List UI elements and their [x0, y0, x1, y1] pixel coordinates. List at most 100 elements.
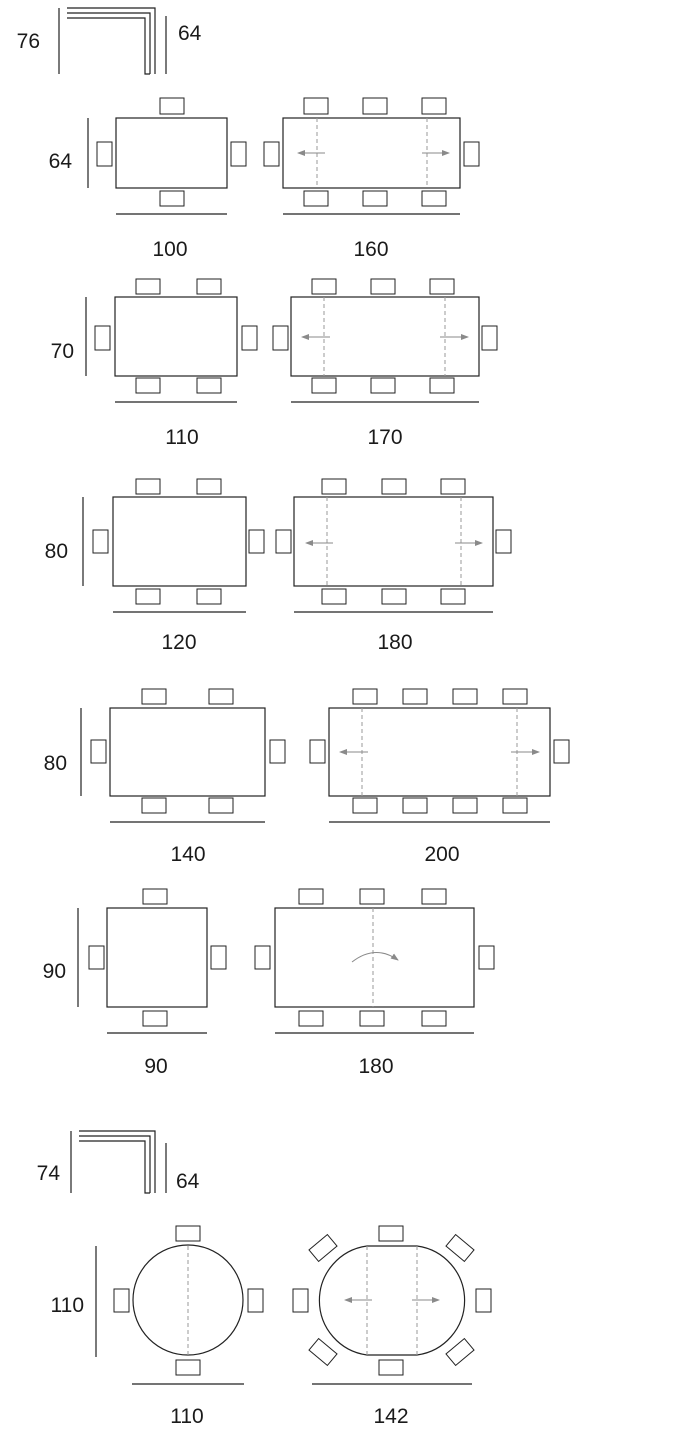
chair — [141, 688, 167, 705]
chair — [298, 888, 324, 905]
depth-label: 80 — [44, 752, 67, 775]
chair — [381, 478, 407, 495]
fixed-width-label: 100 — [152, 238, 187, 261]
leg-height-label: 76 — [17, 30, 40, 53]
chair — [362, 190, 388, 207]
chair — [208, 688, 234, 705]
chair — [421, 1010, 447, 1027]
chair — [421, 190, 447, 207]
chair — [463, 141, 480, 167]
chair — [378, 1225, 404, 1242]
fixed-table — [106, 907, 208, 1008]
chair — [475, 1288, 492, 1313]
chair — [135, 377, 161, 394]
leg-profile-round: 74 64 — [37, 1130, 200, 1194]
chair — [175, 1225, 201, 1242]
chair — [370, 278, 396, 295]
chair — [362, 97, 388, 115]
chair — [159, 97, 185, 115]
chair — [452, 688, 478, 705]
chair — [175, 1359, 201, 1376]
chair — [502, 797, 528, 814]
extended-width-label: 170 — [367, 426, 402, 449]
row-round: 110 110 142 — [51, 1225, 492, 1428]
chair — [309, 739, 326, 764]
chair — [452, 797, 478, 814]
row-1: 64 100 160 — [49, 97, 480, 261]
chair — [196, 588, 222, 605]
fixed-table — [114, 296, 238, 377]
chair — [321, 478, 347, 495]
chair — [308, 1337, 338, 1367]
chair — [275, 529, 292, 554]
seat-height-label: 64 — [178, 22, 202, 45]
chair — [381, 588, 407, 605]
chair — [135, 478, 161, 495]
fixed-width-label: 90 — [144, 1055, 167, 1078]
chair — [196, 278, 222, 295]
fixed-width-label: 140 — [170, 843, 205, 866]
chair — [359, 888, 385, 905]
chair — [308, 1233, 338, 1263]
chair — [96, 141, 113, 167]
chair — [429, 278, 455, 295]
chair — [445, 1233, 475, 1263]
oval-table — [318, 1245, 466, 1356]
chair — [440, 588, 466, 605]
chair — [263, 141, 280, 167]
chair — [303, 97, 329, 115]
fixed-table — [115, 117, 228, 189]
chair — [502, 688, 528, 705]
chair — [445, 1337, 475, 1367]
chair — [298, 1010, 324, 1027]
fixed-table — [109, 707, 266, 797]
chair — [292, 1288, 309, 1313]
row-5: 90 90 180 — [43, 888, 495, 1078]
chair — [378, 1359, 404, 1376]
chair — [440, 478, 466, 495]
extended-table — [274, 907, 475, 1008]
chair — [210, 945, 227, 970]
chair — [113, 1288, 130, 1313]
chair — [208, 797, 234, 814]
chair — [141, 797, 167, 814]
chair — [402, 797, 428, 814]
leg-height-label: 74 — [37, 1162, 61, 1185]
chair — [429, 377, 455, 394]
chair — [92, 529, 109, 554]
chair — [311, 278, 337, 295]
fixed-width-label: 120 — [161, 631, 196, 654]
row-2: 70 110 170 — [51, 278, 498, 449]
depth-label: 110 — [51, 1294, 84, 1317]
chair — [135, 278, 161, 295]
chair — [370, 377, 396, 394]
chair — [481, 325, 498, 351]
chair — [159, 190, 185, 207]
chair — [90, 739, 107, 764]
extended-width-label: 180 — [358, 1055, 393, 1078]
chair — [254, 945, 271, 970]
seat-height-label: 64 — [176, 1170, 200, 1193]
chair — [94, 325, 111, 351]
chair — [135, 588, 161, 605]
curved-arrow-icon — [351, 952, 399, 963]
depth-label: 70 — [51, 340, 74, 363]
chair — [495, 529, 512, 554]
chair — [311, 377, 337, 394]
chair — [88, 945, 105, 970]
depth-label: 90 — [43, 960, 66, 983]
fixed-width-label: 110 — [170, 1405, 203, 1428]
fixed-width-label: 110 — [165, 426, 198, 449]
chair — [321, 588, 347, 605]
chair — [230, 141, 247, 167]
chair — [553, 739, 570, 764]
chair — [241, 325, 258, 351]
row-3: 80 120 180 — [45, 478, 512, 654]
leg-profile-top: 76 64 — [17, 7, 202, 75]
extended-table — [293, 496, 494, 587]
chair — [142, 1010, 168, 1027]
chair — [303, 190, 329, 207]
chair — [196, 377, 222, 394]
chair — [352, 797, 378, 814]
